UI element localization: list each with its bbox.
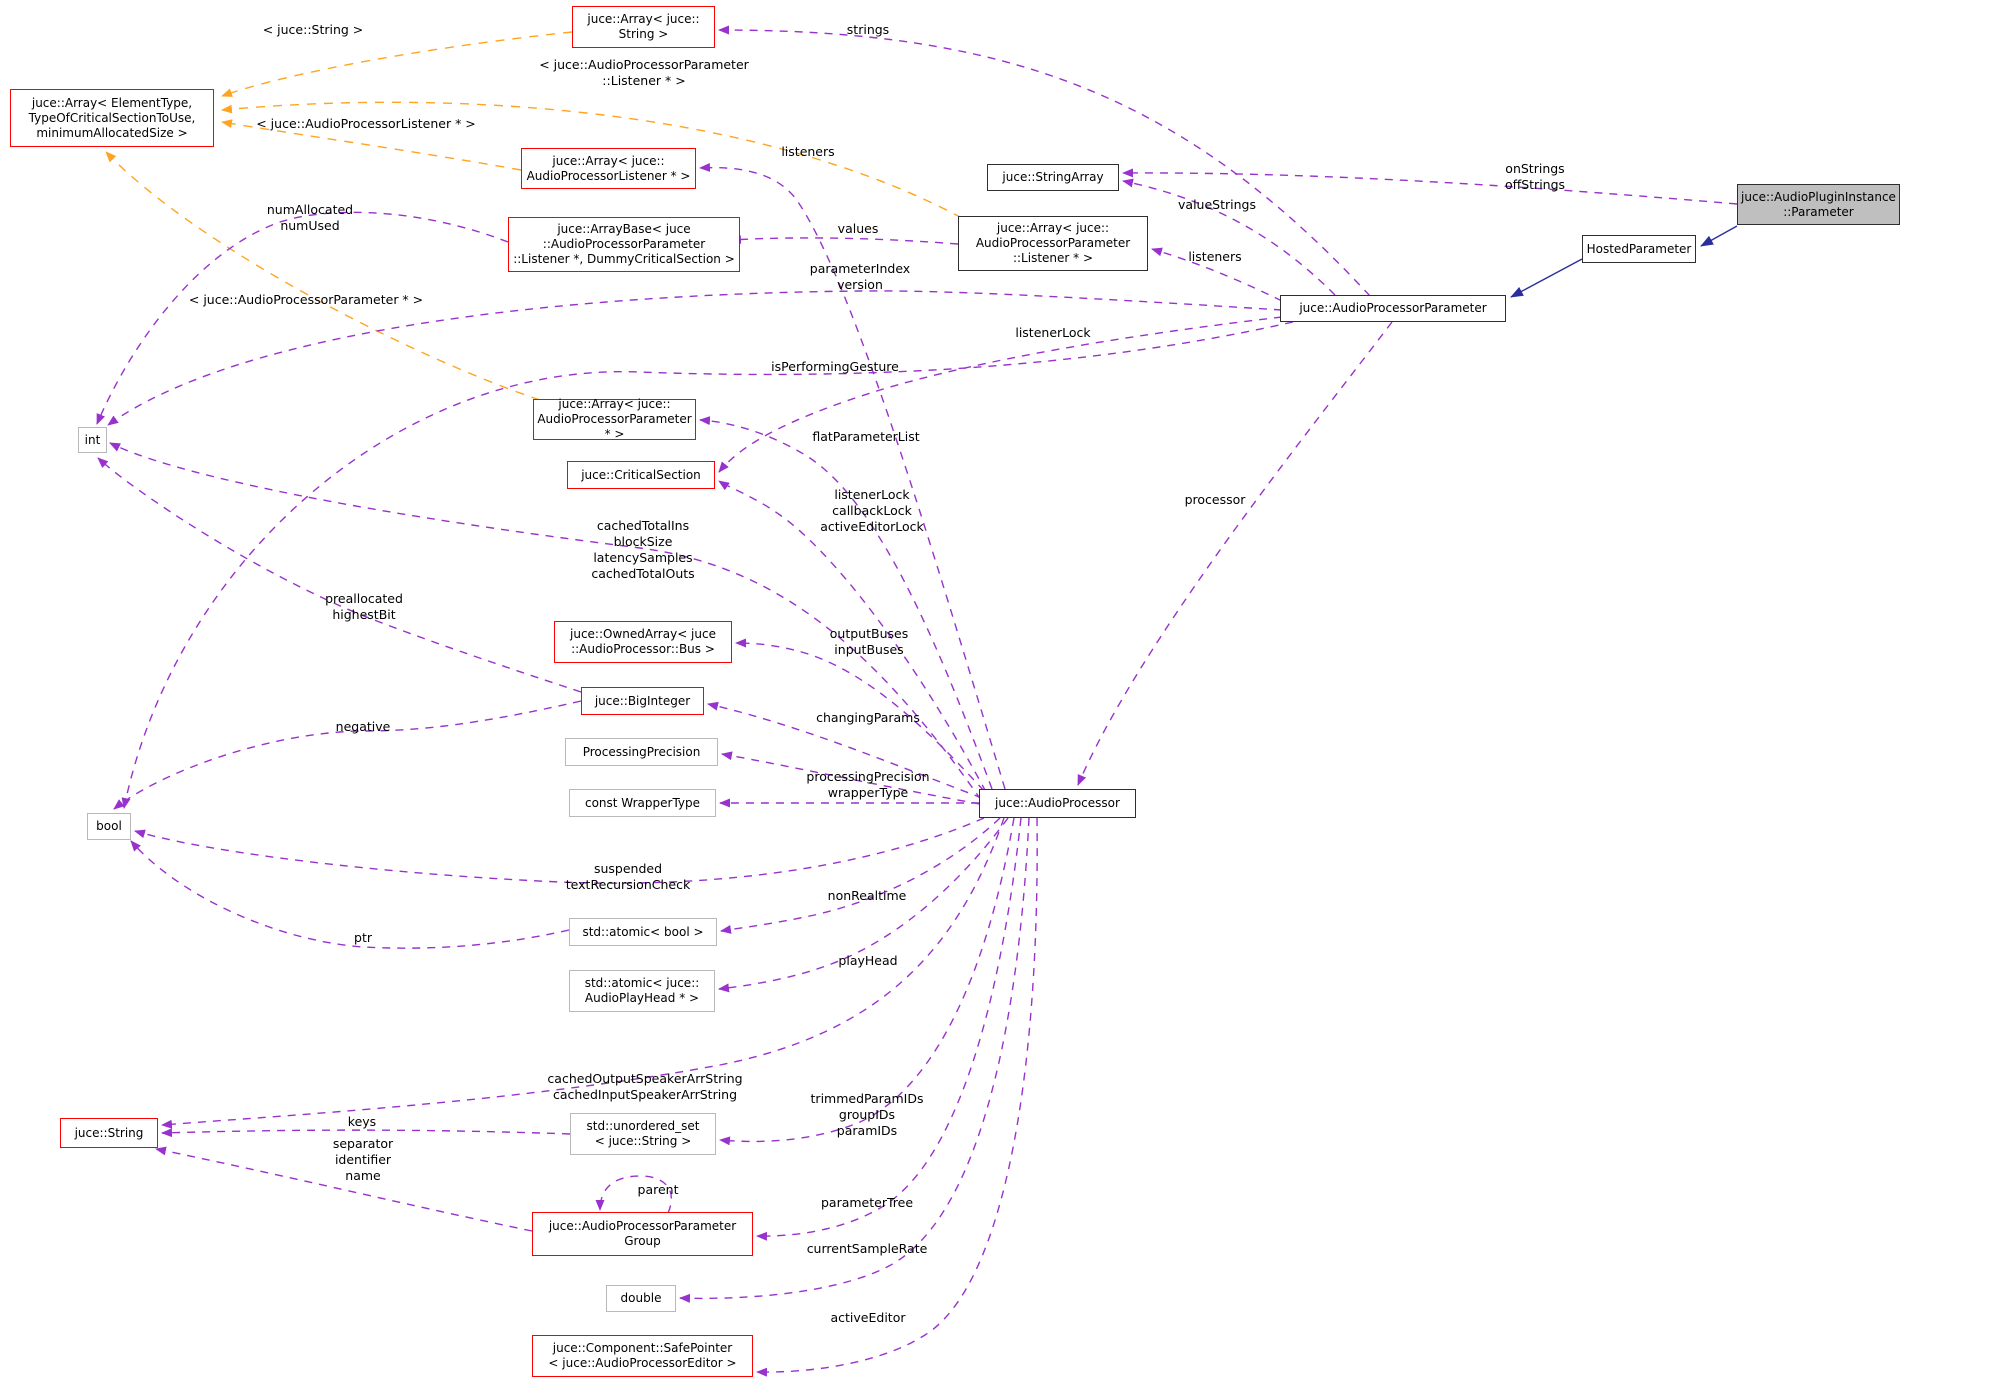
class-node-array-audioprocessorparameter[interactable]: juce::Array< juce:: AudioProcessorParame… [533,397,696,441]
class-node-atomic-bool: std::atomic< bool > [569,918,717,946]
edge-suspended [134,817,985,884]
edge-inherit-parameter-hosted [1700,225,1738,247]
class-node-stringarray[interactable]: juce::StringArray [987,164,1119,191]
edge-label-wrappertype: wrapperType [827,785,909,800]
edge-label-numallocated: numAllocated numUsed [266,202,354,233]
class-node-arraybase[interactable]: juce::ArrayBase< juce ::AudioProcessorPa… [508,217,740,272]
edge-preallocated [97,457,582,693]
edge-label-parent: parent [637,1182,679,1197]
edge-label-negative: negative [335,719,391,734]
edge-flatparameterlist [699,416,993,790]
edge-separator3 [155,1146,533,1232]
edge-template-app-ptr [105,151,541,401]
class-node-audioplugininstance-parameter: juce::AudioPluginInstance ::Parameter [1737,184,1900,225]
class-node-const-wrappertype: const WrapperType [569,789,716,817]
edge-valuestrings [1122,178,1336,296]
edge-label-cached4: cachedTotalIns blockSize latencySamples … [591,518,695,581]
class-node-hostedparameter[interactable]: HostedParameter [1582,235,1696,263]
edge-label-playhead: playHead [838,953,898,968]
edge-numallocated [96,211,509,425]
edge-label-changingparams: changingParams [816,710,920,725]
class-node-criticalsection[interactable]: juce::CriticalSection [567,461,715,489]
edge-template-applistener [221,101,963,219]
class-node-array-string[interactable]: juce::Array< juce:: String > [572,6,715,48]
edge-strings [718,25,1371,297]
class-node-audioprocessor[interactable]: juce::AudioProcessor [979,789,1136,818]
edge-inherit-hosted-appparam [1510,258,1583,298]
edge-label-template-string: < juce::String > [262,22,364,37]
edge-label-processor: processor [1184,492,1246,507]
edge-listeners-right [1151,247,1283,302]
class-node-audioprocessorparameter[interactable]: juce::AudioProcessorParameter [1280,295,1506,322]
class-node-bool: bool [87,813,131,840]
edge-label-strings: strings [846,22,890,37]
class-node-unordered-set: std::unordered_set < juce::String > [570,1113,716,1155]
class-node-double: double [606,1285,676,1312]
edge-label-template-aplistener: < juce::AudioProcessorListener * > [256,116,476,131]
edge-keys [161,1128,571,1138]
class-node-audioprocessorparametergroup[interactable]: juce::AudioProcessorParameter Group [532,1212,753,1256]
edge-label-values: values [837,221,879,236]
class-node-int: int [78,427,107,453]
edge-processor [1077,321,1393,786]
edge-label-locks3: listenerLock callbackLock activeEditorLo… [820,487,924,534]
class-node-array-parameter-listener[interactable]: juce::Array< juce:: AudioProcessorParame… [958,216,1148,271]
edge-buses [735,638,985,792]
edge-label-activeeditor: activeEditor [830,1310,906,1325]
edge-label-template-app-ptr: < juce::AudioProcessorParameter * > [188,292,424,307]
edge-parametertree [756,817,1022,1241]
edge-label-trimmed3: trimmedParamIDs groupIDs paramIDs [810,1091,924,1138]
edge-currentsamplerate [679,817,1030,1303]
edge-label-onstrings: onStrings offStrings [1504,161,1566,192]
edge-label-nonrealtime: nonRealtime [827,888,907,903]
edge-label-ptr: ptr [354,930,372,945]
edge-label-processingprecision: processingPrecision [806,769,930,784]
edge-cachedspeaker [161,817,1005,1129]
edge-parameterindex [107,290,1283,426]
edge-listenerlock [718,316,1283,473]
edge-label-parameterindex: parameterIndex version [809,261,911,292]
class-node-ownedarray-bus[interactable]: juce::OwnedArray< juce ::AudioProcessor:… [554,621,732,663]
class-node-array-audioprocessorlistener[interactable]: juce::Array< juce:: AudioProcessorListen… [521,148,696,189]
edge-label-suspended: suspended textRecursionCheck [565,861,691,892]
edge-trimmed3 [719,817,1015,1146]
edge-label-template-applistener: < juce::AudioProcessorParameter ::Listen… [539,57,749,88]
edge-ptr [130,840,570,949]
edge-template-aplistener [221,119,522,171]
class-node-component-safepointer[interactable]: juce::Component::SafePointer < juce::Aud… [532,1335,753,1377]
edge-label-listeners-top: listeners [781,144,835,159]
edge-template-string [221,31,573,97]
edge-cached4 [109,442,982,801]
edge-values [730,234,959,245]
edge-activeeditor [756,817,1038,1377]
class-node-string[interactable]: juce::String [60,1118,158,1148]
edge-label-preallocated: preallocated highestBit [325,591,403,622]
edge-label-cachedspeaker: cachedOutputSpeakerArrString cachedInput… [547,1071,743,1102]
class-node-array-elementtype[interactable]: juce::Array< ElementType, TypeOfCritical… [10,89,214,147]
class-node-atomic-audioplayhead: std::atomic< juce:: AudioPlayHead * > [569,970,715,1012]
edge-label-keys: keys [347,1114,377,1129]
edge-isperforminggesture [121,321,1294,809]
edge-negative [113,700,582,810]
edge-label-isperforminggesture: isPerformingGesture [771,359,899,374]
edge-label-parametertree: parameterTree [820,1195,914,1210]
class-node-processingprecision: ProcessingPrecision [565,738,718,766]
edge-label-currentsamplerate: currentSampleRate [806,1241,928,1256]
edge-label-flatparameterlist: flatParameterList [812,429,920,444]
edge-processingprecision [721,751,981,805]
edge-onstrings [1122,168,1738,205]
edge-label-buses: outputBuses inputBuses [829,626,909,657]
edge-changingparams [707,701,983,799]
edge-parent-selfloop [595,1175,673,1214]
edge-label-listenerlock: listenerLock [1015,325,1091,340]
class-node-biginteger[interactable]: juce::BigInteger [581,687,704,715]
edge-label-valuestrings: valueStrings [1178,197,1256,212]
edge-locks3 [718,480,987,793]
edge-label-separator3: separator identifier name [332,1136,394,1183]
edge-label-listeners-right: listeners [1188,249,1242,264]
